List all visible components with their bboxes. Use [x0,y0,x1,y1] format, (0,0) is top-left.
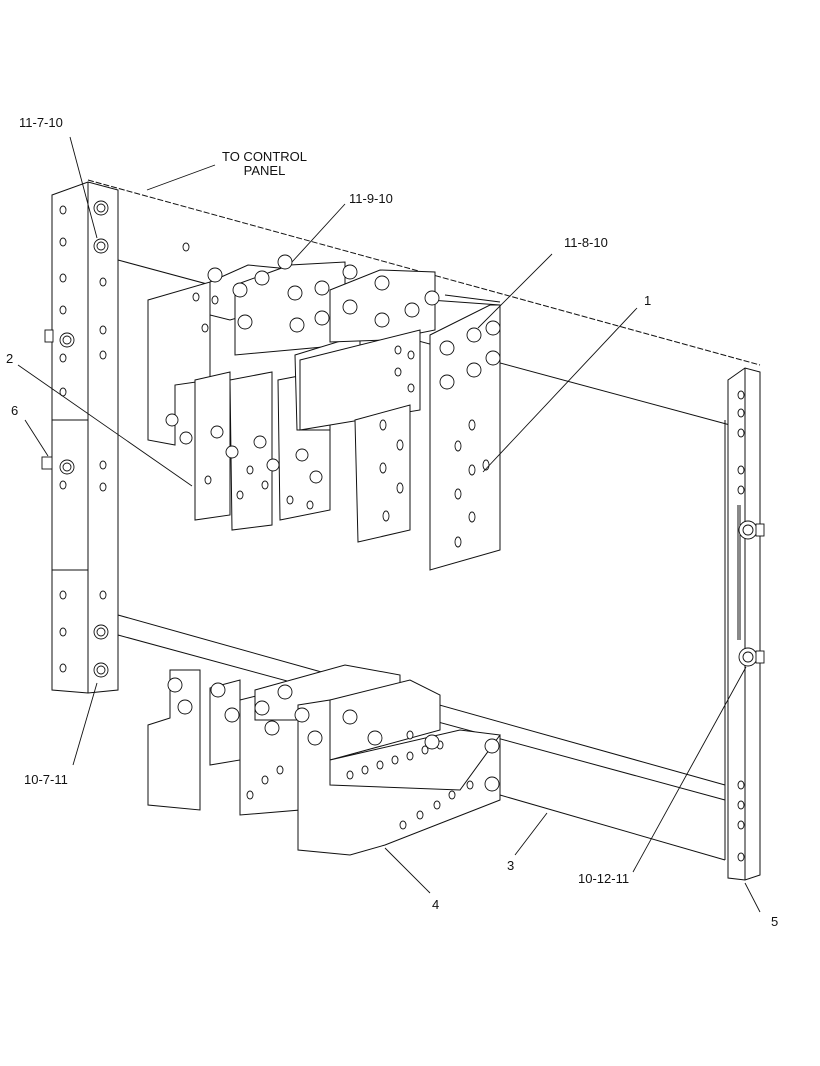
callout-5: 5 [771,914,779,929]
callout-to-control-line1: TO CONTROL [222,149,307,164]
callout-11-9-10: 11-9-10 [349,191,393,206]
leader-3 [514,812,548,856]
callout-10-7-11: 10-7-11 [24,772,68,787]
callout-3: 3 [507,858,515,873]
leader-1 [482,307,638,473]
callout-to-control-line2: PANEL [243,163,286,178]
lower-bolts [167,677,500,792]
leader-10-7-11 [72,682,98,766]
callout-6: 6 [11,403,19,418]
callout-2: 2 [6,351,14,366]
left-bar-bolts [41,200,109,678]
callout-4: 4 [432,897,440,912]
upper-holes [182,242,490,548]
left-bar-holes [59,205,107,673]
right-bar-holes [737,390,745,862]
left-mounting-bar [41,181,119,694]
leader-5 [744,882,761,913]
callout-11-8-10: 11-8-10 [564,235,608,250]
leader-11-8-10 [477,253,553,329]
callout-to-control-panel: TO CONTROL PANEL [222,150,307,178]
callout-1: 1 [644,293,652,308]
callout-10-12-11: 10-12-11 [578,871,630,886]
lower-bus-bar-assembly [147,664,501,856]
callout-11-7-10: 11-7-10 [19,115,63,130]
right-bar-bolts [738,520,765,667]
leader-4 [384,847,431,894]
right-mounting-bar [727,367,765,881]
leader-11-9-10 [291,203,346,263]
leader-10-12-11 [632,666,747,873]
leader-to-control-panel [146,164,216,191]
leader-11-7-10 [69,136,98,239]
upper-bus-bar-assembly [147,242,501,571]
leader-lines [17,136,761,913]
upper-bolts [165,254,501,484]
leader-2 [17,364,193,487]
leader-6 [24,419,49,457]
